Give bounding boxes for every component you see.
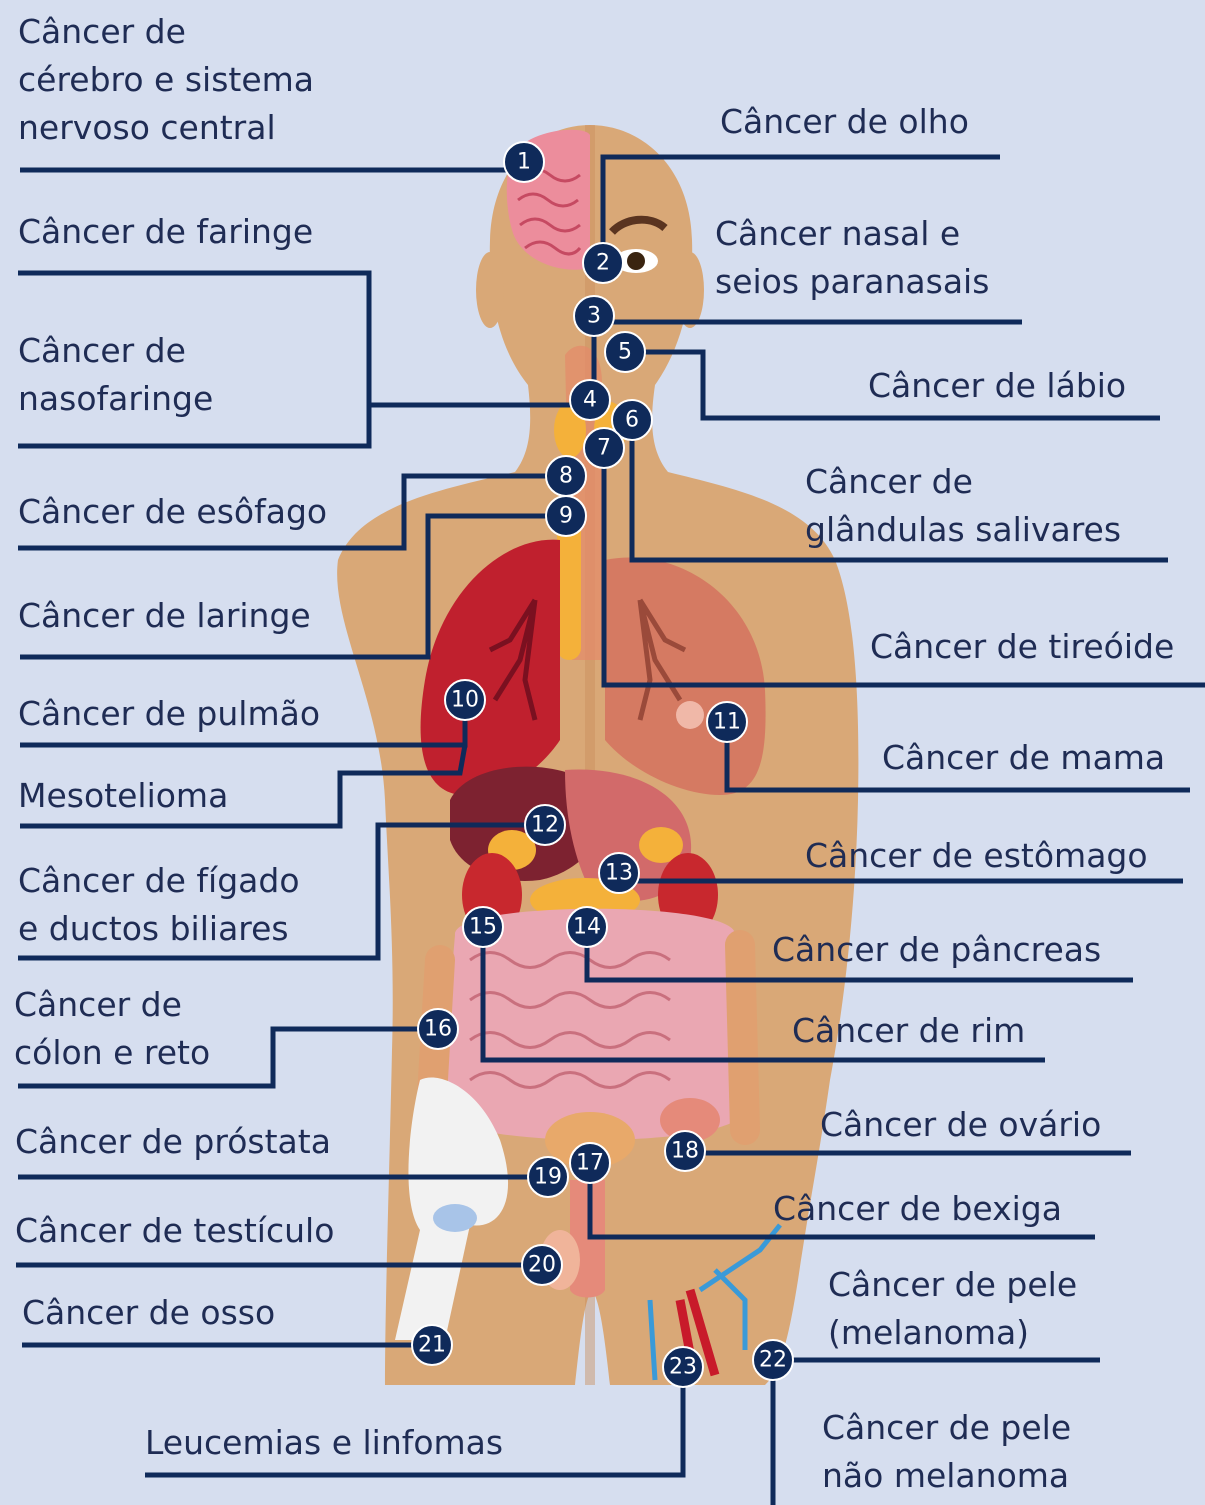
badge-19-number: 19	[534, 1165, 562, 1190]
badge-16-number: 16	[424, 1017, 452, 1042]
badge-14-number: 14	[573, 915, 601, 940]
badge-5-number: 5	[618, 340, 632, 365]
badge-4: 4	[570, 380, 610, 420]
badge-20-number: 20	[528, 1253, 556, 1278]
badge-19: 19	[528, 1157, 568, 1197]
badge-17: 17	[570, 1143, 610, 1183]
badge-2: 2	[583, 243, 623, 283]
badge-23: 23	[663, 1347, 703, 1387]
badge-21-number: 21	[418, 1333, 446, 1358]
badge-23-number: 23	[669, 1355, 697, 1380]
badge-5: 5	[605, 332, 645, 372]
breast-mass	[676, 701, 704, 729]
label-pharynx-cancer: Câncer de faringe	[18, 208, 313, 256]
hip-joint	[433, 1204, 477, 1232]
label-breast-cancer: Câncer de mama	[882, 734, 1165, 782]
ear-right	[676, 252, 704, 328]
label-nasopharynx-cancer: Câncer de nasofaringe	[18, 327, 213, 423]
badge-7-number: 7	[597, 436, 611, 461]
label-non-melanoma-skin-cancer: Câncer de pele não melanoma	[822, 1404, 1071, 1500]
label-pancreas-cancer: Câncer de pâncreas	[772, 926, 1101, 974]
label-brain-cns-cancer: Câncer de cérebro e sistema nervoso cent…	[18, 8, 314, 152]
badge-10: 10	[445, 680, 485, 720]
badge-22-number: 22	[759, 1348, 787, 1373]
badge-11: 11	[707, 702, 747, 742]
badge-1: 1	[504, 142, 544, 182]
label-larynx-cancer: Câncer de laringe	[18, 592, 311, 640]
badge-7: 7	[584, 428, 624, 468]
badge-15-number: 15	[469, 915, 497, 940]
badge-10-number: 10	[451, 688, 479, 713]
badge-11-number: 11	[713, 710, 741, 735]
label-esophagus-cancer: Câncer de esôfago	[18, 488, 327, 536]
label-stomach-cancer: Câncer de estômago	[805, 832, 1148, 880]
badge-20: 20	[522, 1245, 562, 1285]
label-ovary-cancer: Câncer de ovário	[820, 1101, 1101, 1149]
label-eye-cancer: Câncer de olho	[720, 98, 969, 146]
badge-18-number: 18	[671, 1139, 699, 1164]
badge-17-number: 17	[576, 1151, 604, 1176]
label-leukemia-lymphoma: Leucemias e linfomas	[145, 1419, 503, 1467]
badge-8-number: 8	[559, 464, 573, 489]
label-lung-cancer: Câncer de pulmão	[18, 690, 320, 738]
badge-12-number: 12	[531, 813, 559, 838]
label-melanoma: Câncer de pele (melanoma)	[828, 1261, 1077, 1357]
badge-12: 12	[525, 805, 565, 845]
badge-8: 8	[546, 456, 586, 496]
badge-9-number: 9	[559, 504, 573, 529]
label-prostate-cancer: Câncer de próstata	[15, 1118, 331, 1166]
badge-13: 13	[599, 853, 639, 893]
label-nasal-sinus-cancer: Câncer nasal e seios paranasais	[715, 210, 989, 306]
thymus	[557, 520, 581, 660]
label-salivary-gland-cancer: Câncer de glândulas salivares	[805, 458, 1121, 554]
label-mesothelioma: Mesotelioma	[18, 772, 228, 820]
label-testicle-cancer: Câncer de testículo	[15, 1207, 334, 1255]
badge-9: 9	[546, 496, 586, 536]
badge-2-number: 2	[596, 251, 610, 276]
label-kidney-cancer: Câncer de rim	[792, 1007, 1025, 1055]
label-bladder-cancer: Câncer de bexiga	[773, 1185, 1062, 1233]
badge-13-number: 13	[605, 861, 633, 886]
badge-1-number: 1	[517, 150, 531, 175]
label-colorectal-cancer: Câncer de cólon e reto	[14, 981, 210, 1077]
badge-22: 22	[753, 1340, 793, 1380]
label-liver-bile-duct-cancer: Câncer de fígado e ductos biliares	[18, 857, 300, 953]
badge-3: 3	[574, 296, 614, 336]
label-bone-cancer: Câncer de osso	[22, 1289, 275, 1337]
ear-left	[476, 252, 504, 328]
label-thyroid-cancer: Câncer de tireóide	[870, 623, 1174, 671]
badge-4-number: 4	[583, 388, 597, 413]
badge-14: 14	[567, 907, 607, 947]
badge-6-number: 6	[625, 408, 639, 433]
badge-3-number: 3	[587, 304, 601, 329]
badge-15: 15	[463, 907, 503, 947]
iris	[627, 252, 645, 270]
badge-16: 16	[418, 1009, 458, 1049]
label-lip-cancer: Câncer de lábio	[868, 362, 1126, 410]
badge-18: 18	[665, 1131, 705, 1171]
badge-21: 21	[412, 1325, 452, 1365]
